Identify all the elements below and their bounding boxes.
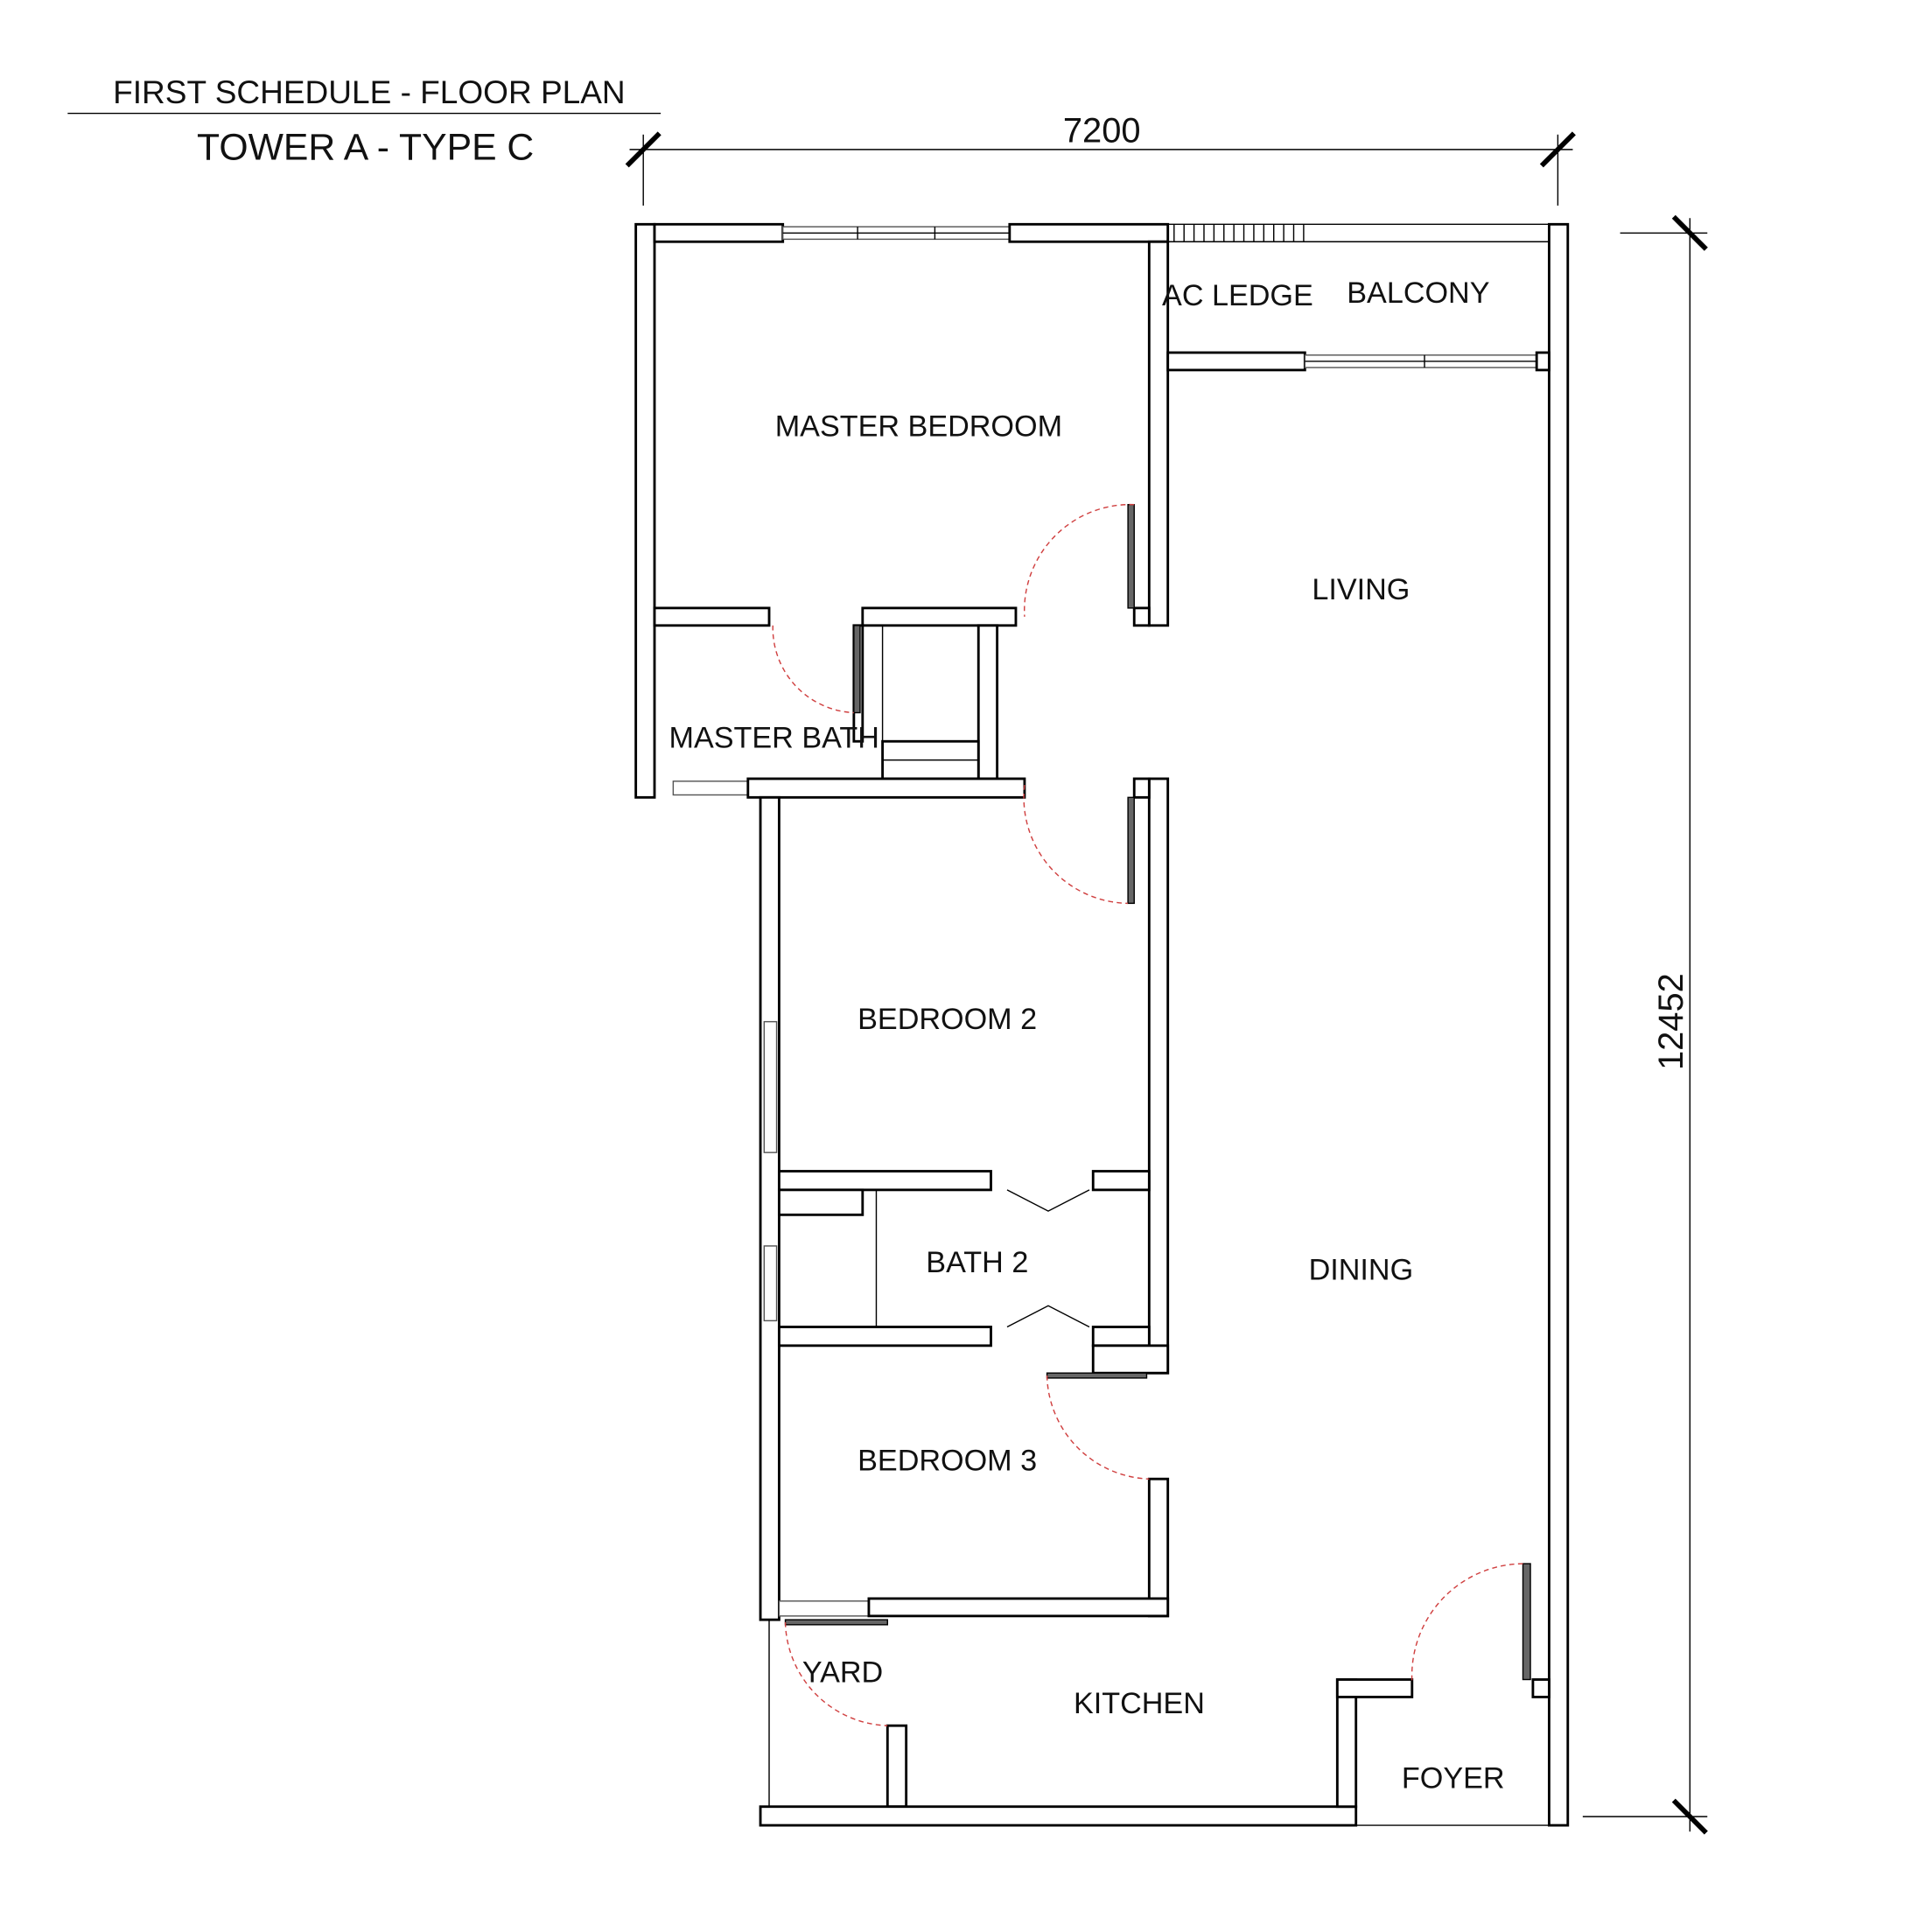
yard-door[interactable] bbox=[784, 1619, 889, 1626]
doors bbox=[772, 503, 1531, 1726]
room-label-kitchen: KITCHEN bbox=[1074, 1687, 1205, 1720]
room-label-balcony: BALCONY bbox=[1347, 276, 1489, 310]
depth-dimension: 12452 bbox=[1582, 214, 1708, 1835]
room-label-ac-ledge: AC LEDGE bbox=[1162, 279, 1313, 312]
bedroom-3-door[interactable] bbox=[1046, 1372, 1148, 1379]
room-label-foyer: FOYER bbox=[1402, 1761, 1505, 1795]
room-label-dining: DINING bbox=[1309, 1253, 1414, 1286]
room-label-master-bath: MASTER BATH bbox=[669, 721, 879, 754]
room-label-bedroom-3: BEDROOM 3 bbox=[858, 1444, 1037, 1477]
width-dimension: 7200 bbox=[625, 111, 1576, 206]
room-label-bedroom-2: BEDROOM 2 bbox=[858, 1003, 1037, 1036]
room-label-bath-2: BATH 2 bbox=[926, 1246, 1028, 1279]
depth-label: 12452 bbox=[1652, 973, 1690, 1070]
main-entrance-door[interactable] bbox=[1522, 1563, 1531, 1681]
room-label-master-bedroom: MASTER BEDROOM bbox=[775, 410, 1062, 443]
width-label: 7200 bbox=[1063, 111, 1141, 150]
unit-title: TOWER A - TYPE C bbox=[197, 126, 534, 168]
master-bedroom-door[interactable] bbox=[1127, 503, 1135, 609]
master-bath-door[interactable] bbox=[853, 625, 861, 714]
bedroom-2-door[interactable] bbox=[1127, 796, 1135, 905]
room-label-yard: YARD bbox=[802, 1656, 883, 1689]
walls bbox=[634, 222, 1570, 1827]
schedule-title: FIRST SCHEDULE - FLOOR PLAN bbox=[113, 74, 626, 110]
room-label-living: LIVING bbox=[1312, 573, 1410, 606]
